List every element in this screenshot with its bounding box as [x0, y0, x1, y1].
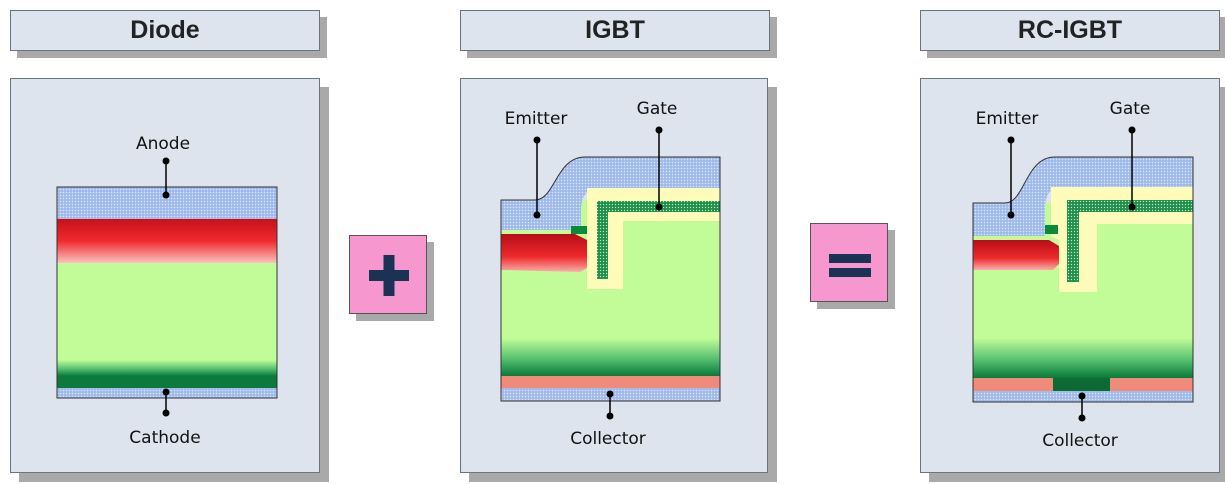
plus-sign-icon [369, 255, 409, 296]
rc-igbt-structure [972, 156, 1194, 403]
diode-structure [56, 186, 278, 399]
igbt-collector-label: Collector [570, 429, 646, 449]
equals-operator-box: = [810, 223, 888, 302]
diode-title: Diode [10, 10, 320, 51]
igbt-emitter-terminal [533, 136, 541, 219]
rc-igbt-title: RC-IGBT [920, 10, 1220, 51]
rc-igbt-gate-label: Gate [1110, 99, 1151, 119]
cathode-terminal [162, 388, 170, 417]
equals-sign-icon [829, 254, 871, 277]
igbt-emitter-label: Emitter [505, 109, 568, 129]
rc-igbt-emitter-label: Emitter [976, 109, 1039, 129]
anode-label: Anode [136, 134, 190, 154]
igbt-gate-terminal [655, 126, 663, 211]
rc-igbt-collector-label: Collector [1042, 431, 1118, 451]
rc-igbt-gate-terminal [1128, 126, 1136, 211]
plus-operator-box: + [349, 235, 427, 314]
rc-igbt-collector-terminal [1078, 392, 1086, 422]
igbt-gate-label: Gate [637, 99, 678, 119]
cathode-label: Cathode [129, 428, 200, 448]
anode-terminal [162, 157, 170, 199]
igbt-collector-terminal [606, 390, 614, 420]
rc-igbt-emitter-terminal [1007, 136, 1015, 219]
igbt-title: IGBT [460, 10, 770, 51]
igbt-structure [500, 156, 721, 402]
